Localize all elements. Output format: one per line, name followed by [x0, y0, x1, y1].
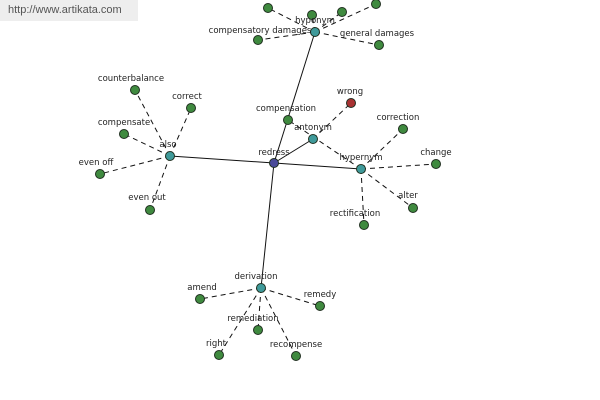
word-label-correct: correct — [172, 92, 202, 102]
word-node-correction[interactable] — [398, 124, 408, 134]
relation-node-hypernym[interactable] — [356, 164, 366, 174]
edge-derivation-right — [218, 287, 262, 356]
edge-derivation-remediation — [257, 287, 262, 331]
center-node-redress[interactable] — [269, 158, 279, 168]
relation-node-antonym[interactable] — [308, 134, 318, 144]
relation-label-derivation: derivation — [234, 272, 277, 282]
edge-redress-hypernym — [273, 162, 362, 170]
edge-redress-antonym — [273, 138, 314, 164]
edge-also-even-off — [99, 155, 171, 175]
word-label-compensate: compensate — [98, 118, 150, 128]
word-node-compensate[interactable] — [119, 129, 129, 139]
edge-hypernym-rectification — [360, 168, 365, 226]
word-node-offscreen-2[interactable] — [371, 0, 381, 9]
edge-hyponym-general-damages — [314, 31, 380, 46]
word-node-compensatory-damages[interactable] — [253, 35, 263, 45]
word-label-compensatory-damages: compensatory damages — [209, 26, 312, 36]
edge-also-counterbalance — [134, 89, 171, 157]
word-node-compensation[interactable] — [283, 115, 293, 125]
word-label-correction: correction — [377, 113, 420, 123]
word-node-even-off[interactable] — [95, 169, 105, 179]
relation-label-antonym: antonym — [294, 123, 332, 133]
word-label-wrong: wrong — [337, 87, 363, 97]
word-label-recompense: recompense — [270, 340, 322, 350]
word-node-wrong[interactable] — [346, 98, 356, 108]
edge-redress-also — [169, 155, 275, 164]
edge-redress-derivation — [260, 162, 275, 289]
edge-hyponym-compensatory-damages — [257, 31, 316, 41]
word-label-general-damages: general damages — [340, 29, 415, 39]
word-label-compensation: compensation — [256, 104, 316, 114]
relation-node-also[interactable] — [165, 151, 175, 161]
word-node-remediation[interactable] — [253, 325, 263, 335]
word-node-remedy[interactable] — [315, 301, 325, 311]
word-node-rectification[interactable] — [359, 220, 369, 230]
word-label-amend: amend — [187, 283, 217, 293]
edge-hypernym-change — [360, 163, 437, 170]
relation-label-hyponym: hyponym — [295, 16, 335, 26]
word-label-alter: alter — [398, 191, 418, 201]
edge-hypernym-correction — [360, 128, 404, 170]
edge-hypernym-compensation — [287, 119, 362, 170]
edge-also-even-out — [149, 155, 171, 211]
word-node-even-out[interactable] — [145, 205, 155, 215]
word-node-change[interactable] — [431, 159, 441, 169]
word-label-counterbalance: counterbalance — [98, 74, 164, 84]
relation-node-hyponym[interactable] — [310, 27, 320, 37]
word-label-remedy: remedy — [304, 290, 336, 300]
word-node-general-damages[interactable] — [374, 40, 384, 50]
edge-offscreen-2 — [314, 3, 377, 33]
edge-derivation-amend — [199, 287, 262, 300]
word-label-even-off: even off — [79, 158, 115, 168]
word-node-recompense[interactable] — [291, 351, 301, 361]
edge-derivation-recompense — [260, 287, 297, 357]
relation-label-also: also — [159, 140, 176, 150]
word-label-rectification: rectification — [330, 209, 380, 219]
word-node-alter[interactable] — [408, 203, 418, 213]
word-node-amend[interactable] — [195, 294, 205, 304]
relation-label-hypernym: hypernym — [339, 153, 382, 163]
edge-derivation-remedy — [260, 287, 321, 307]
edge-antonym-wrong — [312, 102, 352, 140]
word-label-remediation: remediation — [227, 314, 278, 324]
word-node-correct[interactable] — [186, 103, 196, 113]
edge-redress-hyponym — [273, 31, 316, 164]
edge-offscreen-3 — [314, 11, 343, 33]
word-node-offscreen-0[interactable] — [263, 3, 273, 13]
word-node-offscreen-3[interactable] — [337, 7, 347, 17]
relation-node-derivation[interactable] — [256, 283, 266, 293]
word-label-even-out: even out — [128, 193, 166, 203]
word-label-change: change — [420, 148, 451, 158]
center-label-redress: redress — [258, 148, 290, 158]
word-label-right: right — [206, 339, 227, 349]
edge-hypernym-alter — [360, 168, 414, 209]
word-node-offscreen-1[interactable] — [307, 10, 317, 20]
word-node-counterbalance[interactable] — [130, 85, 140, 95]
word-node-right[interactable] — [214, 350, 224, 360]
watermark-url: http://www.artikata.com — [0, 0, 138, 21]
